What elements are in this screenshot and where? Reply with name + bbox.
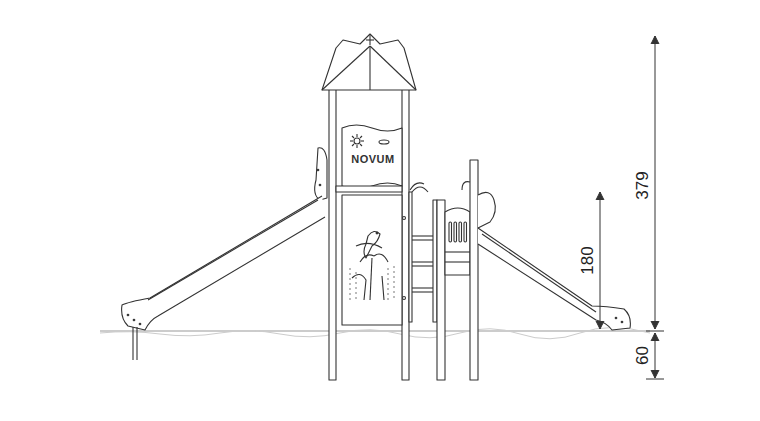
dimension-label: 379 <box>634 171 651 199</box>
brand-text: NOVUM <box>351 154 394 165</box>
dimension-label: 60 <box>633 346 650 365</box>
dimension-label: 180 <box>579 246 596 274</box>
